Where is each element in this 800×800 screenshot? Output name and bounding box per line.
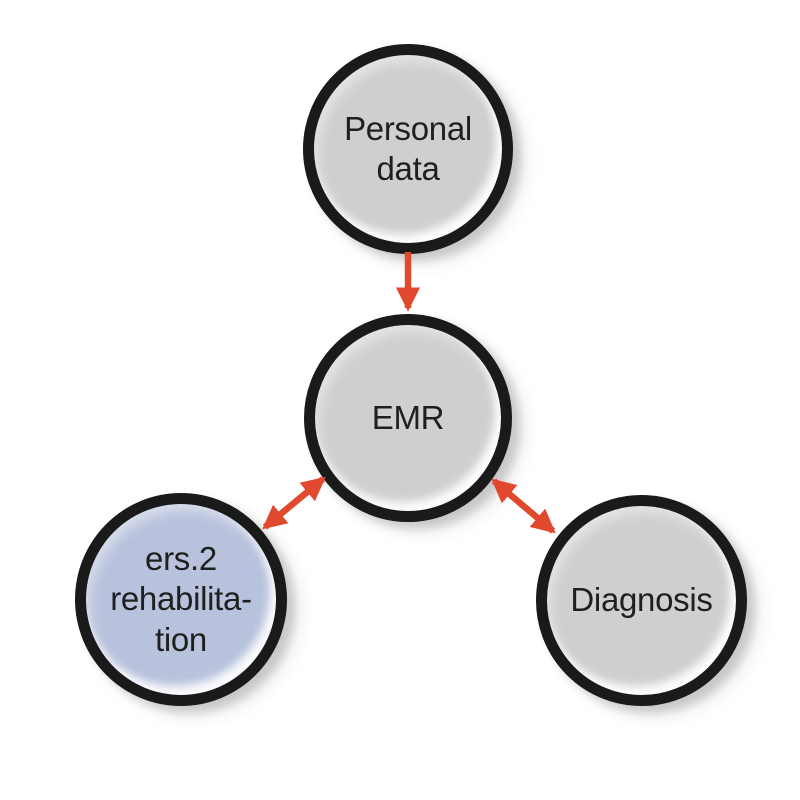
edge-emr-to-rehabilitation bbox=[262, 476, 326, 530]
edge-emr-to-diagnosis bbox=[491, 478, 556, 534]
node-emr: EMR bbox=[304, 314, 512, 522]
node-rehabilitation: ers.2 rehabilita- tion bbox=[75, 493, 287, 706]
node-personal-data: Personal data bbox=[303, 44, 513, 254]
node-diagnosis: Diagnosis bbox=[536, 495, 747, 706]
